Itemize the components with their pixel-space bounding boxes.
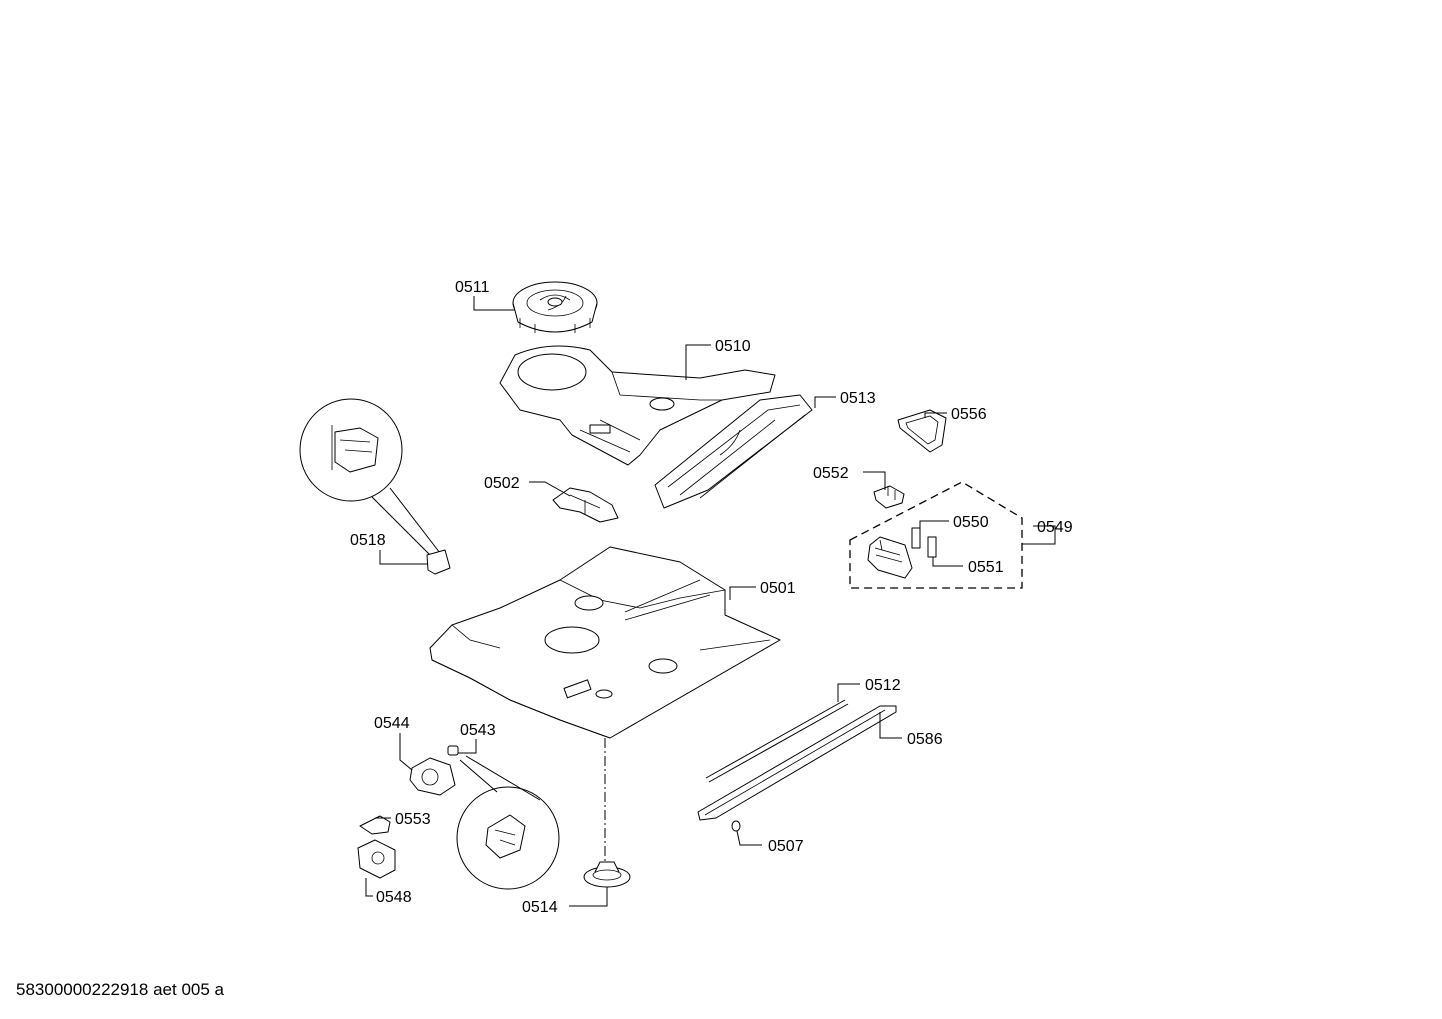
part-0511-fan-wheel[interactable] (512, 281, 598, 333)
part-0501-base-plate[interactable] (429, 546, 781, 739)
label-0513[interactable]: 0513 (840, 390, 876, 407)
part-0512-rod[interactable] (705, 699, 849, 783)
label-0550[interactable]: 0550 (953, 514, 989, 531)
label-0502[interactable]: 0502 (484, 475, 520, 492)
drawing-id: 58300000222918 aet 005 a (16, 980, 224, 999)
label-0514[interactable]: 0514 (522, 899, 558, 916)
part-0510-fan-housing[interactable] (499, 345, 776, 466)
part-0553-clip[interactable] (359, 815, 391, 835)
part-0544-motor[interactable] (409, 757, 456, 796)
part-0514-foot[interactable] (583, 861, 631, 888)
label-0556[interactable]: 0556 (951, 406, 987, 423)
label-0551[interactable]: 0551 (968, 559, 1004, 576)
label-0586[interactable]: 0586 (907, 731, 943, 748)
label-0552[interactable]: 0552 (813, 465, 849, 482)
part-0548-switch[interactable] (357, 839, 396, 879)
label-0507[interactable]: 0507 (768, 838, 804, 855)
part-0556-gasket[interactable] (897, 409, 947, 453)
part-number-labels: 0511 0510 0513 0556 0502 0552 0550 0549 … (350, 279, 1073, 916)
label-0510[interactable]: 0510 (715, 338, 751, 355)
label-0518[interactable]: 0518 (350, 532, 386, 549)
label-0501[interactable]: 0501 (760, 580, 796, 597)
part-0513-air-channel[interactable] (654, 394, 813, 509)
part-0518-detail[interactable] (299, 398, 451, 575)
label-0543[interactable]: 0543 (460, 722, 496, 739)
part-0586-rail[interactable] (697, 705, 897, 821)
part-0507-cap[interactable] (731, 820, 741, 832)
label-0512[interactable]: 0512 (865, 677, 901, 694)
leader-lines (365, 296, 1056, 907)
label-0511[interactable]: 0511 (455, 279, 490, 296)
part-0552-clip[interactable] (873, 485, 905, 509)
label-0544[interactable]: 0544 (374, 715, 410, 732)
part-0502-bracket[interactable] (552, 487, 619, 523)
label-0548[interactable]: 0548 (376, 889, 412, 906)
label-0553[interactable]: 0553 (395, 811, 431, 828)
part-0543-detail[interactable] (456, 755, 560, 890)
label-0549[interactable]: 0549 (1037, 519, 1073, 536)
part-0549-module-group[interactable] (849, 481, 1023, 589)
part-0543-connector[interactable] (447, 745, 459, 756)
